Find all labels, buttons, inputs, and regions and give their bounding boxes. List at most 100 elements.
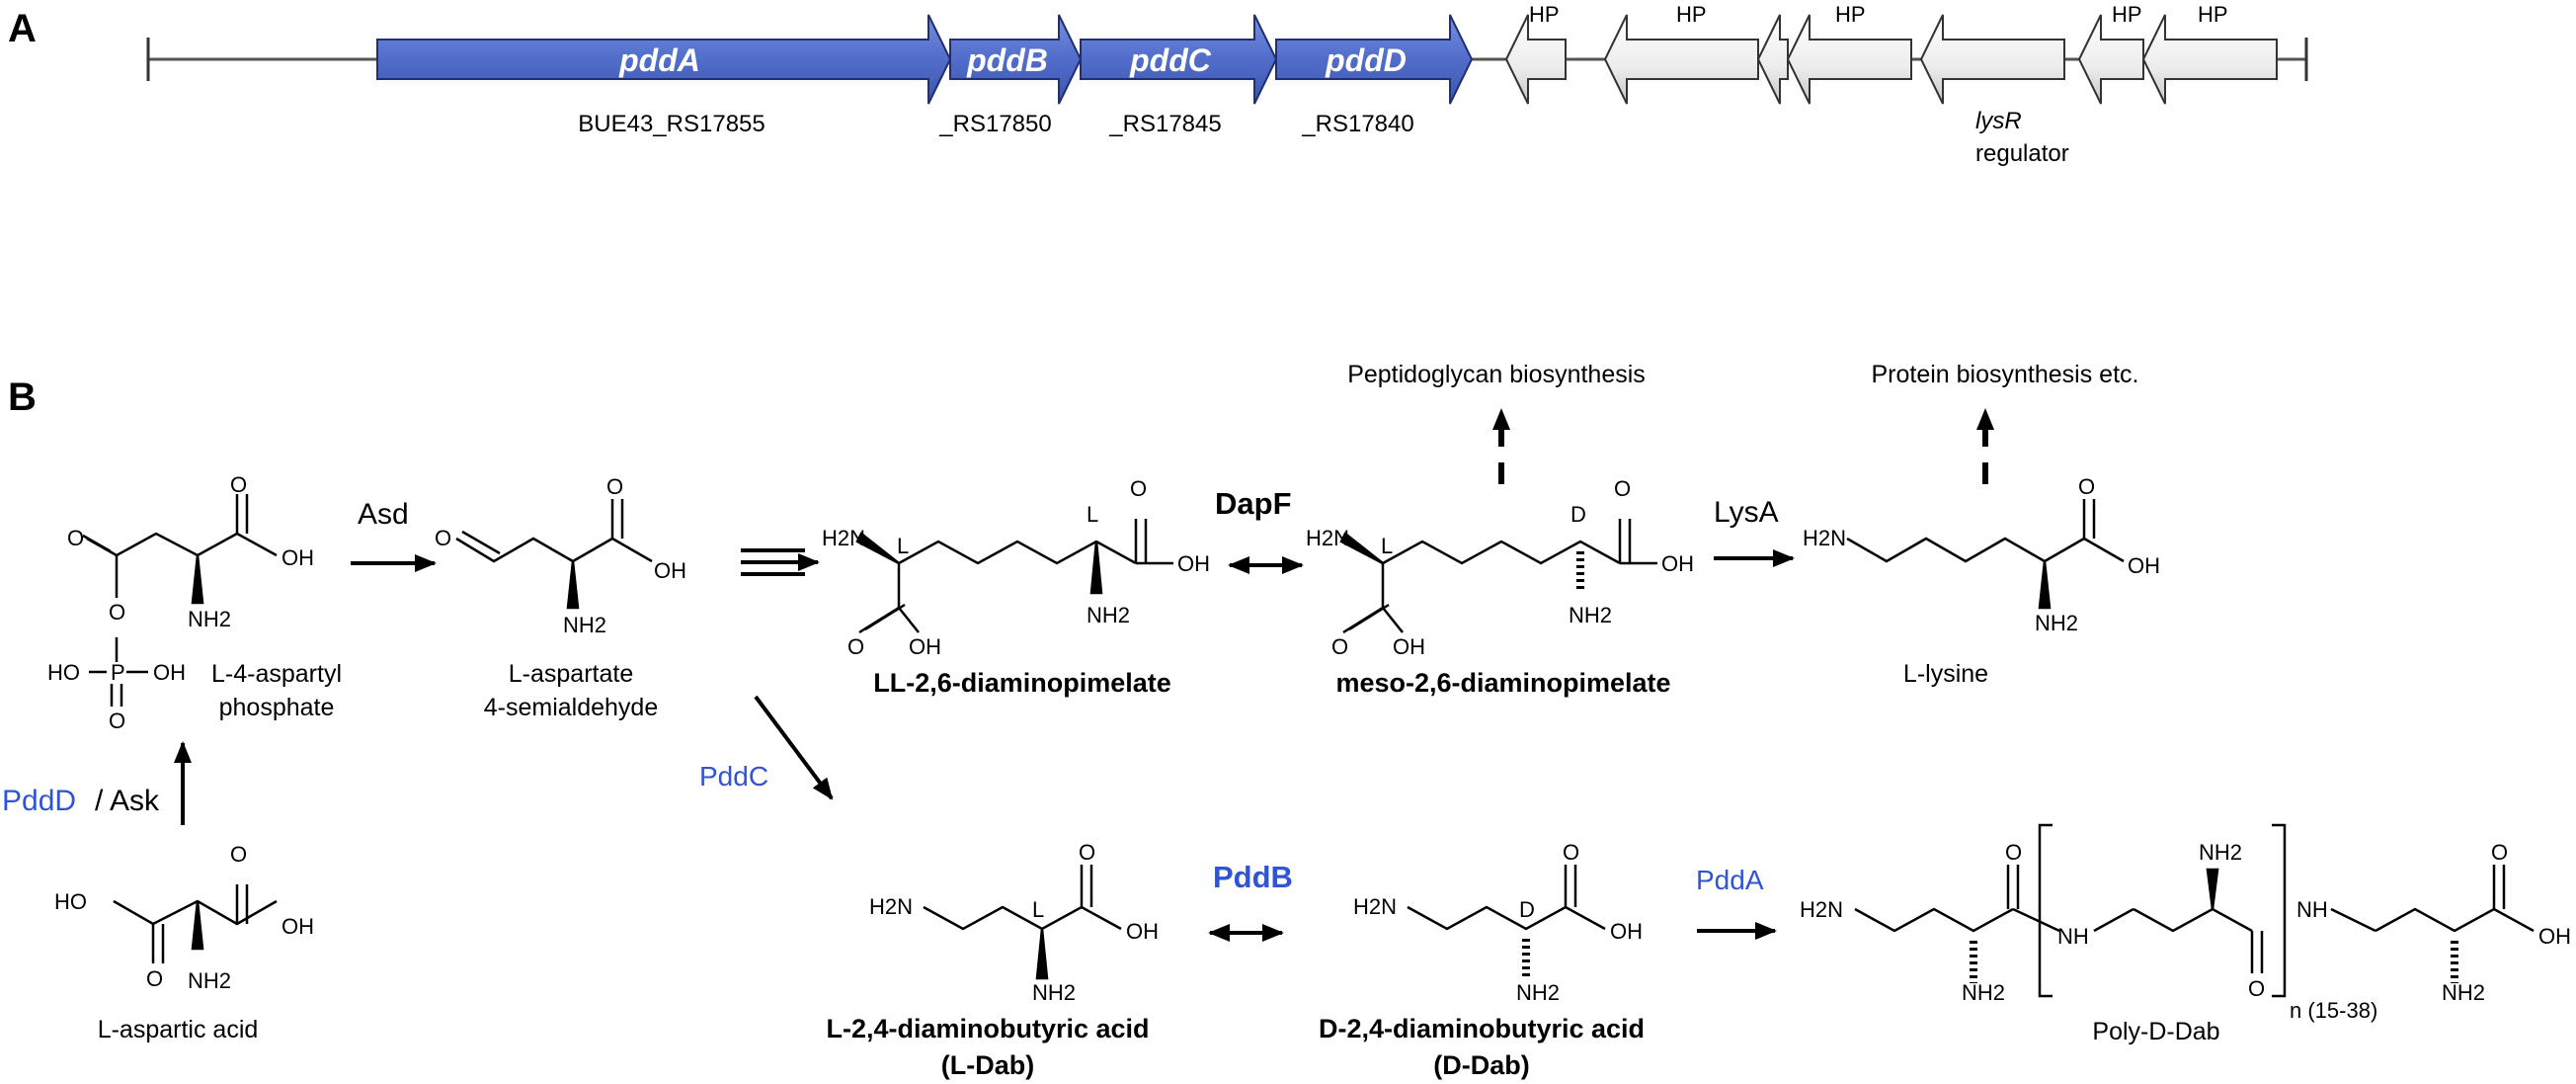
stereo-L: L	[1032, 897, 1044, 922]
label-peptidoglycan: Peptidoglycan biosynthesis	[1347, 361, 1646, 388]
atom-o: O	[146, 966, 163, 991]
structure-aspartyl-phosphate	[82, 494, 278, 707]
label-protein-biosynthesis: Protein biosynthesis etc.	[1872, 361, 2139, 388]
gene-name-pddb: pddB	[966, 42, 1048, 78]
structure-l-dab	[923, 865, 1122, 980]
atom-nh2: NH2	[1569, 603, 1612, 627]
atom-oh: OH	[1126, 919, 1159, 944]
atom-ho: HO	[47, 660, 80, 685]
atom-o: O	[67, 526, 84, 550]
atom-h2n: H2N	[1353, 894, 1397, 919]
atom-ho: HO	[54, 889, 87, 914]
lysr-gene-name: lysR	[1975, 108, 2022, 134]
gene-arrow-hp-5	[2077, 14, 2144, 105]
hp-label-2: HP	[1676, 2, 1707, 27]
structure-aspartic-acid	[113, 884, 278, 963]
atom-nh2: NH2	[188, 968, 231, 993]
structure-aspartate-semialdehyde	[455, 499, 653, 610]
locus-pdda: BUE43_RS17855	[578, 111, 765, 137]
stereo-L: L	[897, 534, 909, 558]
gene-arrow-hp-6	[2141, 14, 2278, 105]
atom-oh: OH	[2128, 553, 2160, 578]
atom-o: O	[2491, 840, 2508, 865]
atom-o: O	[847, 634, 864, 659]
hp-label-5: HP	[2198, 2, 2228, 27]
atom-o: O	[1331, 634, 1348, 659]
genome-map: pddA pddB pddC pddD BUE43_RS17855 _RS178…	[146, 2, 2308, 167]
panel-a-label: A	[8, 7, 37, 50]
label-meso-dap: meso-2,6-diaminopimelate	[1335, 668, 1670, 698]
atom-o: O	[606, 474, 623, 499]
atom-oh: OH	[1610, 919, 1643, 944]
atom-oh: OH	[282, 914, 314, 939]
atom-nh2: NH2	[2035, 611, 2078, 635]
atom-nh: NH	[2057, 924, 2089, 949]
structure-poly-d-dab	[1854, 823, 2535, 998]
atom-o: O	[1614, 476, 1631, 501]
label-poly-d-dab: Poly-D-Dab	[2092, 1018, 2219, 1045]
gene-arrow-hp-3	[1756, 14, 1789, 105]
atom-h2n: H2N	[1803, 526, 1846, 550]
hp-label-1: HP	[1529, 2, 1560, 27]
atom-nh: NH	[2296, 897, 2328, 922]
label-d-dab-1: D-2,4-diaminobutyric acid	[1319, 1014, 1645, 1043]
atom-h2n: H2N	[822, 526, 865, 550]
atom-oh: OH	[1661, 551, 1694, 576]
atom-p: P	[111, 660, 125, 685]
structure-lysine	[1846, 499, 2125, 610]
atom-o: O	[230, 472, 247, 497]
structure-meso-dap	[1339, 519, 1657, 634]
enzyme-pdda: PddA	[1696, 865, 1764, 895]
atom-o: O	[1079, 840, 1095, 865]
label-aspartate-semialdehyde-1: L-aspartate	[509, 660, 633, 688]
label-aspartate-semialdehyde-2: 4-semialdehyde	[484, 694, 659, 721]
structure-ll-dap	[855, 519, 1173, 634]
atom-nh2: NH2	[2442, 980, 2485, 1005]
stereo-L: L	[1087, 502, 1098, 527]
atom-o: O	[2248, 976, 2265, 1001]
label-lysine: L-lysine	[1903, 660, 1988, 688]
stereo-L: L	[1381, 534, 1393, 558]
gene-arrow-hp-1	[1504, 14, 1567, 105]
atom-o: O	[230, 842, 247, 867]
atom-oh: OH	[1393, 634, 1425, 659]
atom-nh2: NH2	[2199, 840, 2242, 865]
atom-o: O	[109, 600, 125, 625]
locus-pddd: _RS17840	[1301, 111, 1413, 137]
arrow-pddc	[754, 695, 834, 800]
label-l-dab-1: L-2,4-diaminobutyric acid	[826, 1014, 1149, 1043]
atom-h2n: H2N	[1306, 526, 1349, 550]
enzyme-pddc: PddC	[699, 761, 768, 792]
gene-name-pdda: pddA	[618, 42, 700, 78]
atom-nh2: NH2	[1516, 980, 1560, 1005]
structure-d-dab	[1407, 865, 1606, 980]
atom-h2n: H2N	[1800, 897, 1843, 922]
gene-arrow-pddd	[1275, 14, 1474, 105]
hp-label-3: HP	[1835, 2, 1866, 27]
stereo-D: D	[1519, 897, 1535, 922]
gene-name-pddd: pddD	[1325, 42, 1407, 78]
atom-o: O	[435, 526, 451, 550]
atom-o: O	[2005, 840, 2022, 865]
panel-b-label: B	[8, 375, 37, 419]
gene-arrow-pddb	[949, 14, 1083, 105]
atom-oh: OH	[282, 545, 314, 570]
hp-label-4: HP	[2112, 2, 2142, 27]
label-d-dab-2: (D-Dab)	[1433, 1050, 1529, 1080]
label-aspartyl-phosphate-1: L-4-aspartyl	[211, 660, 342, 688]
atom-nh2: NH2	[1962, 980, 2005, 1005]
atom-oh: OH	[909, 634, 941, 659]
gene-arrow-pddc	[1080, 14, 1278, 105]
enzyme-asd: Asd	[358, 498, 409, 531]
atom-oh: OH	[2538, 924, 2571, 949]
atom-h2n: H2N	[869, 894, 913, 919]
label-repeat-count: n (15-38)	[2290, 998, 2377, 1023]
label-ll-dap: LL-2,6-diaminopimelate	[873, 668, 1171, 698]
atom-o: O	[2078, 474, 2095, 499]
atom-o: O	[1563, 840, 1579, 865]
stereo-D: D	[1570, 502, 1586, 527]
atom-o: O	[1130, 476, 1147, 501]
atom-nh2: NH2	[1032, 980, 1076, 1005]
atom-o: O	[109, 709, 125, 733]
